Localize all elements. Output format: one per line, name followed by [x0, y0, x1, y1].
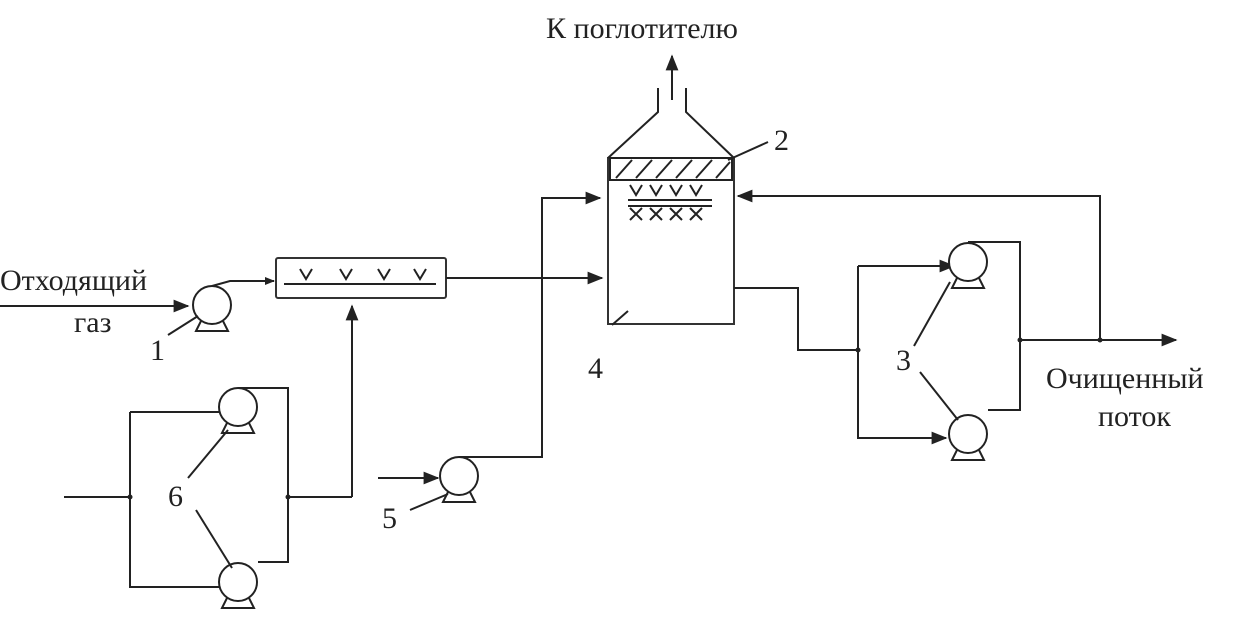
- pump-group-5: [378, 191, 602, 511]
- spray-pipe: [275, 257, 604, 299]
- scrubber-column-4: [607, 54, 769, 326]
- leader-1: [167, 315, 199, 336]
- number-2: 2: [774, 124, 789, 157]
- column-spray-nozzle-icon: [628, 184, 712, 221]
- leader-6a: [187, 429, 229, 479]
- pump-1-icon: [192, 285, 232, 332]
- leader-3a: [913, 281, 951, 347]
- leader-4: [611, 310, 629, 326]
- label-top-outlet: К поглотителю: [546, 12, 738, 45]
- number-5: 5: [382, 502, 397, 535]
- leader-2: [727, 141, 769, 161]
- pump-group-6: [64, 304, 359, 609]
- label-inlet-gas-2: газ: [74, 306, 111, 339]
- pump-6b-icon: [218, 562, 258, 609]
- pump-3b-icon: [948, 414, 988, 461]
- pump-3a-icon: [948, 242, 988, 289]
- number-3: 3: [896, 344, 911, 377]
- number-6: 6: [168, 480, 183, 513]
- pump-group-3: [734, 189, 1178, 461]
- label-inlet-gas-1: Отходящий: [0, 264, 147, 297]
- leader-6b: [195, 509, 233, 569]
- pump-6a-icon: [218, 387, 258, 434]
- mesh-demister-2: [615, 159, 731, 179]
- leader-5: [409, 493, 449, 511]
- label-outlet-1: Очищенный: [1046, 362, 1204, 395]
- number-1: 1: [150, 334, 165, 367]
- off-gas-inlet: [0, 277, 275, 336]
- label-outlet-2: поток: [1098, 400, 1171, 433]
- number-4: 4: [588, 352, 603, 385]
- leader-3b: [919, 371, 959, 421]
